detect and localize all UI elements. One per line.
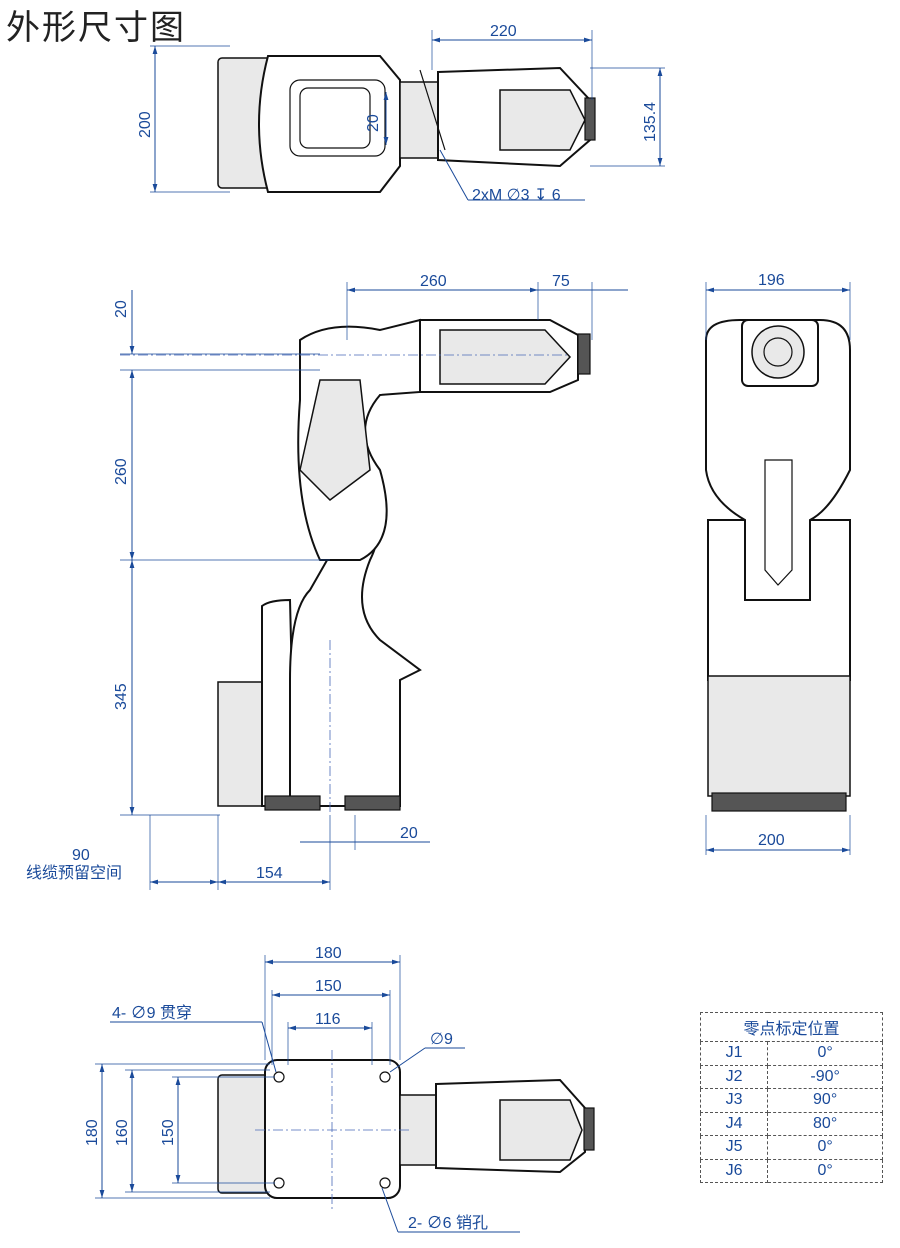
angle-cell: 0° [767,1135,883,1160]
base-view-dims: 180 150 116 180 160 150 4- ∅9 贯穿 ∅9 2- ∅… [84,945,520,1233]
thread-callout: 2xM ∅3 ↧ 6 [472,187,561,204]
dim-h180: 180 [84,1119,101,1146]
top-view [217,55,596,193]
dim-75: 75 [552,273,570,290]
angle-cell: 90° [767,1088,883,1113]
holes-through-callout: 4- ∅9 贯穿 [112,1004,192,1022]
pin-holes-callout: 2- ∅6 销孔 [408,1214,488,1232]
dim-20-base: 20 [400,825,418,842]
dim-196: 196 [758,272,785,289]
dim-20-side: 20 [113,300,130,318]
dim-135: 135.4 [642,102,659,142]
dim-w116: 116 [315,1011,341,1028]
joint-cell: J5 [699,1135,769,1160]
base-view [217,1050,595,1210]
hole-9-callout: ∅9 [430,1031,453,1048]
dim-260-arm: 260 [113,458,130,485]
side-view-dims: 260 75 20 260 345 90 线缆预留空间 154 20 [26,273,628,890]
front-view [705,319,851,812]
joint-cell: J4 [699,1111,769,1136]
joint-cell: J2 [699,1064,769,1089]
drawing-title: 外形尺寸图 [6,8,186,48]
top-view-dims: 220 200 135.4 20 2xM ∅3 ↧ 6 [137,23,665,204]
dim-h150: 150 [160,1119,177,1146]
angle-cell: 80° [767,1111,883,1136]
table-row: J2-90° [699,1064,883,1089]
angle-cell: 0° [767,1041,883,1066]
dim-w180: 180 [315,945,342,962]
angle-cell: 0° [767,1158,883,1183]
zero-table-header: 零点标定位置 [700,1012,883,1042]
dim-20-top: 20 [365,114,382,132]
front-view-dims: 196 200 [705,272,851,855]
dim-200-front: 200 [758,832,785,849]
dim-345: 345 [113,683,130,710]
dim-220: 220 [490,23,517,40]
dim-260-side: 260 [420,273,447,290]
joint-cell: J6 [699,1158,769,1183]
joint-cell: J1 [699,1041,769,1066]
angle-cell: -90° [767,1064,883,1089]
side-view [120,318,591,812]
cable-space-label: 线缆预留空间 [26,864,122,882]
dim-200-top: 200 [137,111,154,138]
joint-cell: J3 [699,1088,769,1113]
dim-154: 154 [256,865,283,882]
dim-90: 90 [72,847,90,864]
dim-w150: 150 [315,978,342,995]
dim-h160: 160 [114,1119,131,1146]
